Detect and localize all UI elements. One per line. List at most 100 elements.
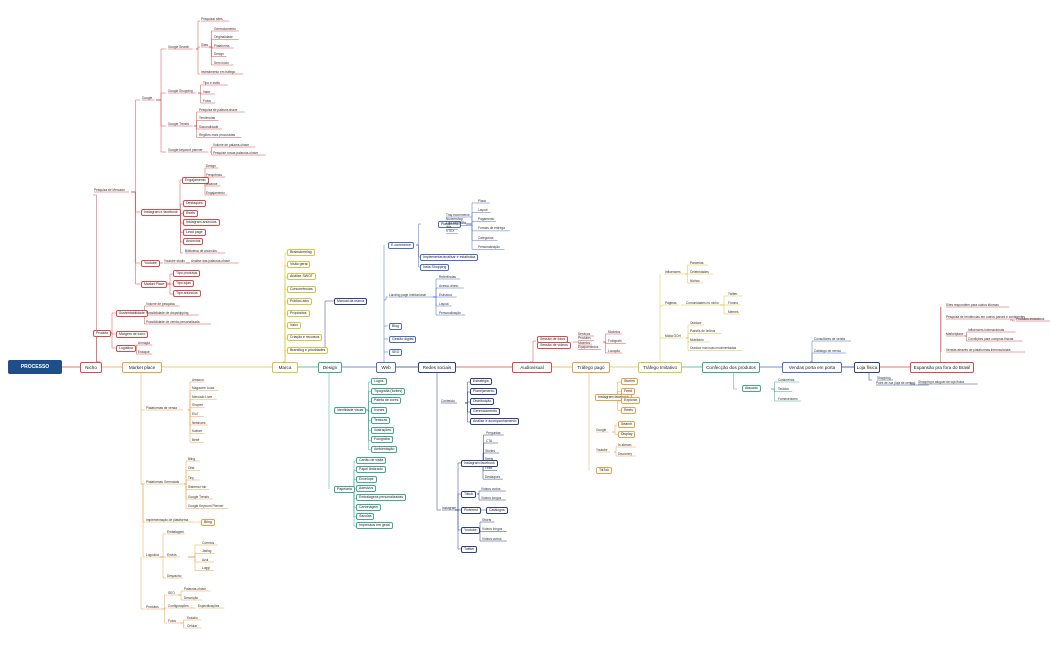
node-equipamentos[interactable]: Equipamentos xyxy=(578,345,599,349)
node-atacado[interactable]: Atacado xyxy=(742,385,761,392)
node-sites-respondem-para-outros-idiomas[interactable]: Sites respondem para outros idiomas xyxy=(946,302,999,307)
node-vendas-atraves-de-plataformas-internacio[interactable]: Vendas através de plataformas internacio… xyxy=(946,347,1011,352)
node-brainstorming[interactable]: Brainstorming xyxy=(287,249,315,256)
node-tipo-lojas[interactable]: Tipo lojas xyxy=(173,280,194,287)
node-instagram-e-facebook[interactable]: Instagram e facebook xyxy=(141,209,181,216)
node-stories[interactable]: Stories xyxy=(485,448,495,453)
node-impressos-em-geral[interactable]: Impressos em geral xyxy=(356,522,393,530)
node-seo[interactable]: SEO xyxy=(168,590,175,595)
node-envelope[interactable]: Envelope xyxy=(356,475,377,483)
node-explorar[interactable]: Explorar xyxy=(621,397,641,404)
node-sessao-de-videos[interactable]: Sessão de vídeos xyxy=(537,342,571,349)
node-plano[interactable]: Plano xyxy=(478,198,487,203)
node-visao-geral[interactable]: Visão geral xyxy=(287,261,311,269)
node-consultores-de-venda[interactable]: Consultores de venda xyxy=(814,336,846,341)
node-pagamento[interactable]: Pagamento xyxy=(478,217,495,222)
node-bling[interactable]: Bling xyxy=(188,456,196,461)
node-marketplace[interactable]: Marketplace xyxy=(946,331,964,336)
node-despacho[interactable]: Despacho xyxy=(167,573,182,578)
main-node-loja-fisica[interactable]: Loja física xyxy=(854,362,880,373)
node-wix[interactable]: Wix xyxy=(446,225,452,230)
node-google[interactable]: Google xyxy=(142,95,153,100)
node-google-keyword-planner[interactable]: Google keyword planner xyxy=(168,147,203,152)
node-pesquisar-sites[interactable]: Pesquisar sites xyxy=(201,16,223,21)
node-margem-de-lucro[interactable]: Margem de lucro xyxy=(116,331,149,338)
node-destaques[interactable]: Destaques xyxy=(485,474,501,479)
node-gerenciamento[interactable]: Gerenciamento xyxy=(214,26,236,31)
node-implementacao-de-plataforma[interactable]: Implementação de plataforma xyxy=(146,517,189,522)
node-engajamento[interactable]: Engajamento xyxy=(206,190,225,195)
node-tipo-anuncios[interactable]: Tipo anúncios xyxy=(173,290,201,297)
node-estrutura[interactable]: Estrutura xyxy=(439,292,452,297)
node-cta[interactable]: CTA xyxy=(486,438,493,443)
node-google-keyword-planner[interactable]: Google Keyword Planner xyxy=(188,504,224,508)
node-valor[interactable]: Valor xyxy=(203,89,211,94)
node-in-stream[interactable]: In-stream xyxy=(618,442,632,447)
node-costureiras[interactable]: Costureiras xyxy=(778,377,795,382)
node-investimento-em-trafego[interactable]: Investimento em tráfego xyxy=(201,69,236,74)
node-categorias[interactable]: Categorias xyxy=(478,235,494,240)
node-plataformas-gerenciais[interactable]: Plataformas Gerenciais xyxy=(146,479,180,484)
node-tecidos[interactable]: Tecidos xyxy=(778,387,789,391)
node-videos-longos[interactable]: Vídeos longos xyxy=(481,495,502,500)
node-engajamento[interactable]: Engajamento xyxy=(182,177,209,184)
node-plataforma[interactable]: Plataforma xyxy=(438,221,461,228)
node-design[interactable]: Design xyxy=(214,52,224,56)
node-fornecedores[interactable]: Fornecedores xyxy=(778,396,798,401)
node-magazine-luiza[interactable]: Magazine Luiza xyxy=(192,386,215,391)
node-papel-timbrado[interactable]: Papel timbrado xyxy=(356,466,386,474)
node-estudio[interactable]: Estúdio xyxy=(187,615,198,620)
node-sacolas[interactable]: Sacolas xyxy=(356,512,375,520)
node-shorts[interactable]: Shorts xyxy=(482,517,492,522)
node-elo7[interactable]: Elo7 xyxy=(192,411,199,416)
node-midia-ooh[interactable]: Mídia OOH xyxy=(665,333,681,338)
node-influencers[interactable]: Influencers xyxy=(665,269,681,274)
node-pinterest[interactable]: Pinterest xyxy=(461,507,481,514)
node-celebridades[interactable]: Celebridades xyxy=(690,269,709,274)
node-estrategia[interactable]: Estratégia xyxy=(470,378,492,385)
node-pesquisa-de-tendencias-em-outros-paises-[interactable]: Pesquisa de tendências em outros países … xyxy=(946,314,1026,319)
node-e-commerce[interactable]: E-commerce xyxy=(388,242,414,249)
node-criacao-e-recursos[interactable]: Criação e recursos xyxy=(287,334,323,342)
node-stories[interactable]: Stories xyxy=(621,378,638,385)
main-node-market-place[interactable]: Market place xyxy=(122,362,162,373)
node-youtube[interactable]: Youtube xyxy=(461,527,480,534)
node-videos-curtos[interactable]: Vídeos curtos xyxy=(482,536,502,541)
node-mercado-livre[interactable]: Mercado Livre xyxy=(192,394,213,399)
node-regioes-mais-procuradas[interactable]: Regiões mais procuradas xyxy=(199,133,236,137)
node-nuvemshop[interactable]: Nuvemshop xyxy=(446,216,464,221)
node-publico-alvo[interactable]: Público-alvo xyxy=(287,297,313,305)
node-feed[interactable]: Feed xyxy=(621,387,635,395)
node-pesquise-novas-palavras-chave[interactable]: Pesquise novas palavras-chave xyxy=(213,150,259,155)
node-loja-integrada[interactable]: Loja integrada xyxy=(446,220,467,225)
node-display[interactable]: Display xyxy=(618,430,636,438)
node-logos[interactable]: Logos xyxy=(371,378,387,385)
node-bling[interactable]: Bling xyxy=(201,519,215,526)
node-alcance[interactable]: Alcance xyxy=(206,181,218,186)
node-pesquisa-de-palavra-chave[interactable]: Pesquisa de palavra-chave xyxy=(199,107,238,112)
root-node[interactable]: PROCESSO xyxy=(8,360,62,374)
node-estoque[interactable]: Estoque xyxy=(138,349,150,354)
node-personalizacao[interactable]: Personalização xyxy=(478,245,500,249)
node-valor[interactable]: Valor xyxy=(287,322,301,330)
node-sem-inicio[interactable]: Sem início xyxy=(214,60,229,65)
node-paleta-de-cores[interactable]: Paleta de cores xyxy=(371,397,402,405)
node-paineis-de-onibus[interactable]: Painéis de ônibus xyxy=(690,329,716,333)
node-tray-ecommerce[interactable]: Tray ecommerce xyxy=(446,212,470,217)
node-design[interactable]: Design xyxy=(206,163,216,168)
node-cartao-de-visita[interactable]: Cartão de visita xyxy=(356,457,387,464)
node-produto[interactable]: Produto xyxy=(93,330,112,337)
node-tiktok[interactable]: Tiktok xyxy=(461,491,477,498)
node-frequencia[interactable]: Frequência xyxy=(206,172,222,177)
node-tipo-produtos[interactable]: Tipo produtos xyxy=(173,270,201,277)
main-node-audiovisual[interactable]: Audiovisual xyxy=(512,362,552,373)
node-google-trends[interactable]: Google Trends xyxy=(168,121,189,126)
node-armagia[interactable]: Armagia xyxy=(138,340,150,345)
node-planejamento[interactable]: Planejamento xyxy=(470,388,498,395)
node-ilustracoes[interactable]: Ilustrações xyxy=(371,426,394,434)
node-modelos[interactable]: Modelos xyxy=(578,340,591,345)
node-fotografia[interactable]: Fotografia xyxy=(371,436,393,444)
node-youtube[interactable]: Youtube xyxy=(141,260,160,267)
node-outdoor[interactable]: Outdoor xyxy=(690,320,702,325)
node-plataforma[interactable]: Plataforma xyxy=(214,43,230,48)
